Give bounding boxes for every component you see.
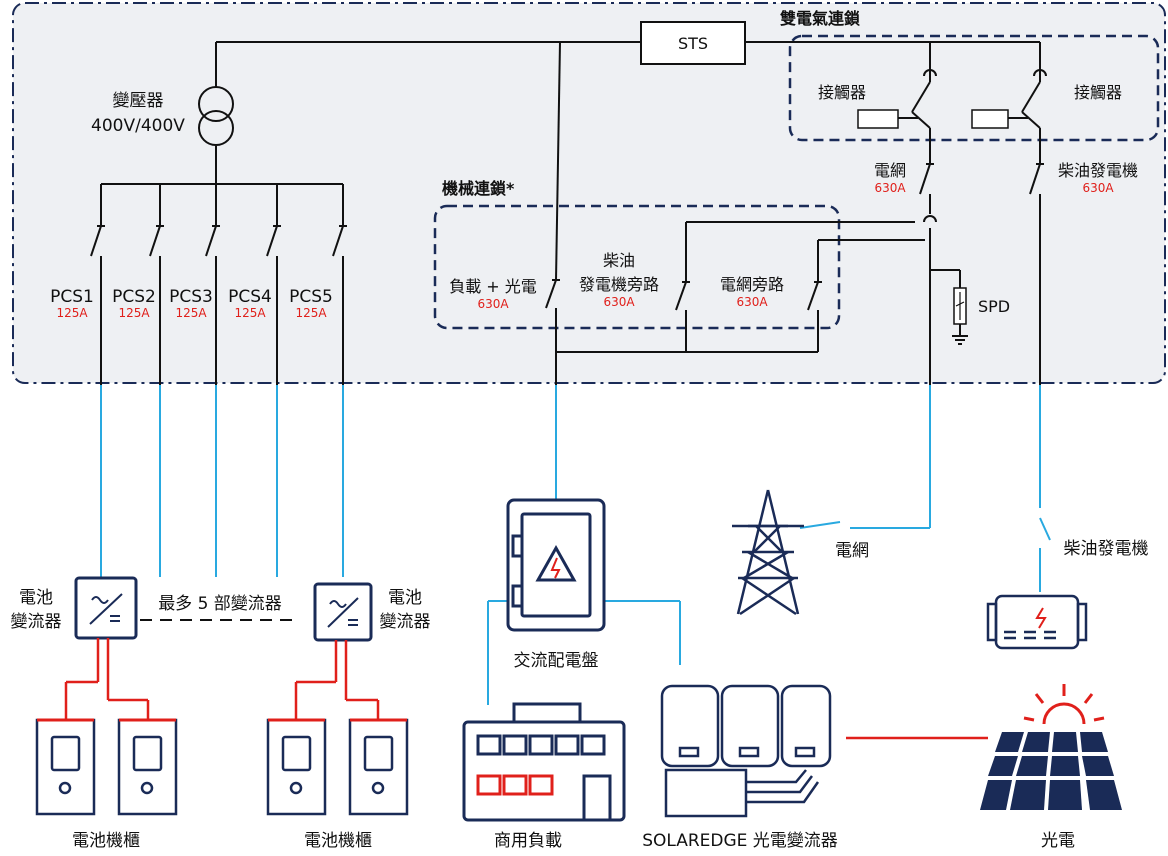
battery-cabinet-group-left bbox=[35, 718, 178, 816]
contactor-left-label: 接觸器 bbox=[818, 83, 866, 102]
load-pv-label: 負載 + 光電 bbox=[449, 277, 537, 296]
cabinet-left-label: 電池機櫃 bbox=[72, 831, 140, 851]
sts-box bbox=[640, 21, 746, 65]
pcs5-label: PCS5 bbox=[289, 287, 333, 307]
cabinet-right-label: 電池機櫃 bbox=[304, 831, 372, 851]
inverter-symbol-left bbox=[89, 593, 123, 625]
ac-links bbox=[100, 385, 1051, 705]
grid-bypass-label: 電網旁路 bbox=[720, 275, 784, 294]
transformer-name: 變壓器 bbox=[113, 91, 164, 111]
busbar-wiring bbox=[100, 41, 1041, 385]
max-inverters-label: 最多 5 部變流器 bbox=[158, 594, 282, 614]
pcs2-amps: 125A bbox=[118, 306, 150, 320]
pcs3-amps: 125A bbox=[175, 306, 207, 320]
spd-arrow bbox=[955, 292, 965, 320]
diesel-label: 柴油發電機 bbox=[1064, 539, 1149, 559]
commercial-load-label: 商用負載 bbox=[494, 831, 562, 851]
grid-switch-label: 電網 bbox=[874, 161, 906, 180]
inverter-symbol-right bbox=[327, 597, 359, 628]
pcs5-amps: 125A bbox=[295, 306, 327, 320]
transformer-rating: 400V/400V bbox=[91, 116, 185, 136]
diesel-bypass-line1: 柴油 bbox=[603, 251, 635, 270]
battery-cabinet-group-right bbox=[266, 718, 409, 816]
mech-interlock-title: 機械連鎖* bbox=[442, 179, 515, 198]
grid-switch-amps: 630A bbox=[874, 181, 906, 195]
pv-label: 光電 bbox=[1041, 831, 1075, 851]
diesel-bolt bbox=[1035, 607, 1047, 629]
mechanical-interlock-box bbox=[433, 204, 841, 330]
pcs1-amps: 125A bbox=[56, 306, 88, 320]
diesel-switch-amps: 630A bbox=[1082, 181, 1114, 195]
solaredge-label: SOLAREDGE 光電變流器 bbox=[642, 831, 838, 851]
pcs4-amps: 125A bbox=[234, 306, 266, 320]
spd-label: SPD bbox=[978, 297, 1010, 316]
commercial-load-icon bbox=[462, 702, 626, 822]
solaredge-inverters-icon bbox=[660, 684, 832, 818]
dual-interlock-box bbox=[788, 34, 1160, 142]
grid-bypass-amps: 630A bbox=[736, 295, 768, 309]
grid-tower-icon bbox=[732, 489, 804, 616]
ac-panel-icon bbox=[506, 498, 606, 632]
diagram-title: 雙電氣連鎖 bbox=[780, 9, 861, 28]
switch-blades bbox=[90, 69, 1047, 311]
diesel-bypass-line2: 發電機旁路 bbox=[579, 275, 659, 294]
pcs1-label: PCS1 bbox=[50, 287, 94, 307]
diesel-switch-label: 柴油發電機 bbox=[1058, 161, 1138, 180]
pv-panel-icon bbox=[980, 732, 1122, 810]
ac-panel-bolt bbox=[550, 557, 561, 579]
contactor-right-label: 接觸器 bbox=[1074, 83, 1122, 102]
pv-sun-icon bbox=[1023, 684, 1105, 725]
contactor-coil-left bbox=[857, 109, 899, 129]
dc-links bbox=[64, 638, 988, 740]
switchgear-enclosure bbox=[12, 2, 1166, 384]
ac-panel-label: 交流配電盤 bbox=[514, 651, 599, 671]
commercial-load-red-row bbox=[476, 774, 554, 796]
diesel-generator-icon bbox=[986, 594, 1088, 650]
grid-label: 電網 bbox=[835, 541, 869, 561]
inverter-left-line2: 變流器 bbox=[11, 612, 62, 632]
sts-label: STS bbox=[678, 34, 708, 53]
diesel-bypass-amps: 630A bbox=[603, 295, 635, 309]
load-pv-amps: 630A bbox=[477, 297, 509, 311]
inverter-left-line1: 電池 bbox=[19, 588, 53, 608]
inverter-right-line1: 電池 bbox=[388, 588, 422, 608]
contactor-coil-right bbox=[971, 109, 1009, 129]
transformer-symbol bbox=[198, 86, 234, 146]
pcs4-label: PCS4 bbox=[228, 287, 272, 307]
inverter-right-line2: 變流器 bbox=[380, 612, 431, 632]
pcs3-label: PCS3 bbox=[169, 287, 213, 307]
pcs2-label: PCS2 bbox=[112, 287, 156, 307]
